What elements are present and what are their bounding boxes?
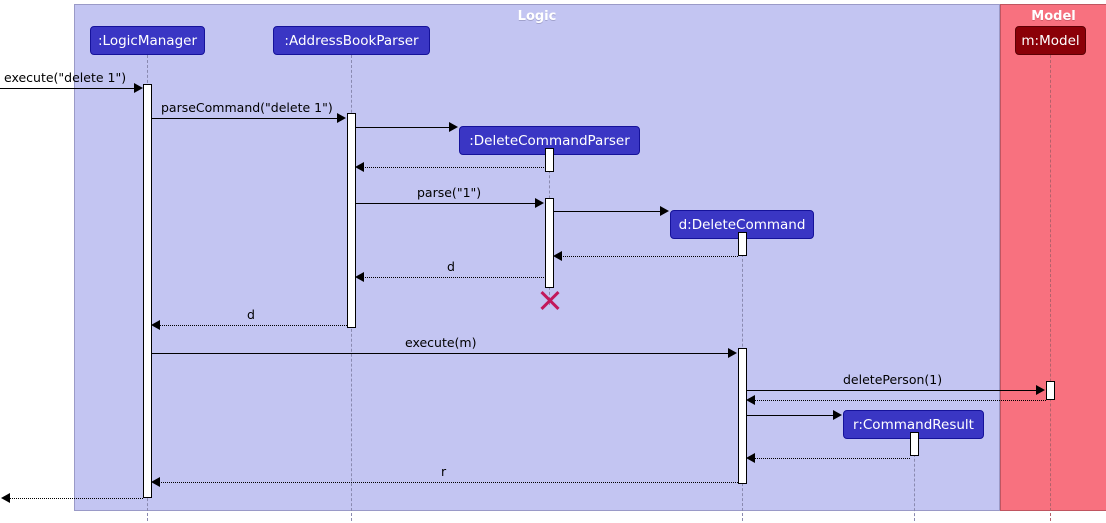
message-execute-delete-label: execute("delete 1") <box>4 70 127 85</box>
message-execute-m-label: execute(m) <box>405 335 477 350</box>
message-delete-person-arrow <box>1036 385 1045 395</box>
participant-delete-command-parser[interactable]: :DeleteCommandParser <box>459 126 640 155</box>
message-return-command-result-line <box>753 458 910 459</box>
message-delete-person-line <box>747 390 1037 391</box>
message-return-d-manager-line <box>158 325 347 326</box>
message-return-command-result-arrow <box>746 453 755 463</box>
message-return-actor-arrow <box>1 493 10 503</box>
message-return-r-line <box>158 482 738 483</box>
activation-delete-command-execute <box>738 348 747 484</box>
message-parse-label: parse("1") <box>417 185 482 200</box>
message-return-command-created-arrow <box>553 251 562 261</box>
message-create-command-result-line <box>747 415 834 416</box>
message-create-delete-command-parser-arrow <box>449 122 458 132</box>
message-return-parser-created-arrow <box>355 162 364 172</box>
package-logic-title: Logic <box>517 9 557 24</box>
message-return-model-arrow <box>746 395 755 405</box>
package-model-title: Model <box>1031 9 1076 24</box>
participant-model[interactable]: m:Model <box>1015 26 1086 55</box>
message-parse-command-label: parseCommand("delete 1") <box>161 100 333 115</box>
participant-address-book-parser[interactable]: :AddressBookParser <box>273 26 430 55</box>
message-create-delete-command-arrow <box>660 206 669 216</box>
message-return-d-manager-arrow <box>151 320 160 330</box>
message-create-command-result-arrow <box>833 410 842 420</box>
destroy-marker-delete-command-parser <box>538 288 562 312</box>
lifeline-model <box>1050 55 1051 521</box>
message-execute-delete-line <box>0 88 136 89</box>
activation-delete-command-parser-create <box>545 148 554 172</box>
message-parse-command-line <box>152 118 338 119</box>
package-model: Model <box>1000 4 1106 511</box>
lifeline-command-result <box>914 439 915 521</box>
message-create-delete-command-parser-line <box>356 127 450 128</box>
participant-logic-manager[interactable]: :LogicManager <box>90 26 205 55</box>
activation-command-result-create <box>910 432 919 456</box>
message-return-parser-created-line <box>362 167 546 168</box>
message-execute-m-line <box>152 353 729 354</box>
message-return-actor-line <box>10 498 143 499</box>
activation-address-book-parser <box>347 113 356 328</box>
message-create-delete-command-line <box>554 211 661 212</box>
message-return-model-line <box>753 400 1046 401</box>
message-delete-person-label: deletePerson(1) <box>843 372 943 387</box>
message-parse-command-arrow <box>337 113 346 123</box>
message-execute-delete-arrow <box>134 83 143 93</box>
activation-logic-manager <box>143 84 152 498</box>
message-parse-arrow <box>535 198 544 208</box>
message-return-command-created-line <box>560 256 738 257</box>
activation-model-delete-person <box>1046 381 1055 400</box>
message-return-r-arrow <box>151 477 160 487</box>
message-return-d-parser-arrow <box>355 272 364 282</box>
message-return-d-manager-label: d <box>247 307 255 322</box>
activation-delete-command-parser-parse <box>545 198 554 288</box>
activation-delete-command-create <box>738 232 747 256</box>
message-parse-line <box>356 203 536 204</box>
message-execute-m-arrow <box>728 348 737 358</box>
message-return-d-parser-label: d <box>447 259 455 274</box>
message-return-r-label: r <box>441 464 447 479</box>
message-return-d-parser-line <box>362 277 544 278</box>
